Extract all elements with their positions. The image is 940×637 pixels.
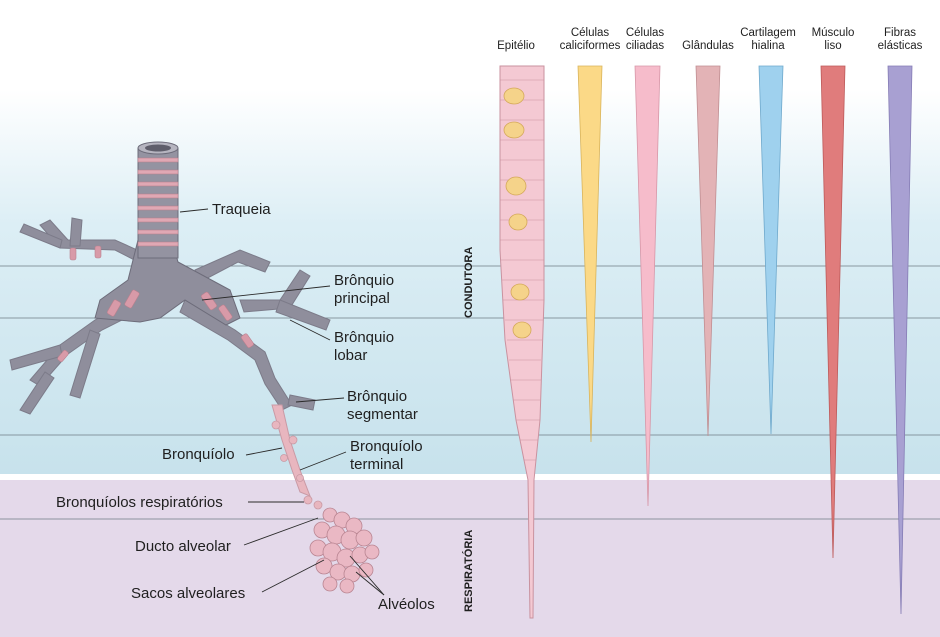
bronchiole-tube — [271, 404, 311, 497]
column-header-cartilagem-1: Cartilagem — [740, 27, 796, 39]
label-ducto-alveolar: Ducto alveolar — [135, 538, 231, 555]
right-bronchial-branches — [179, 249, 331, 411]
label-bronquiolos-respiratorios: Bronquíolos respiratórios — [56, 494, 223, 511]
leader-lines — [179, 208, 385, 596]
zone-label-conductive: CONDUTORA — [463, 247, 475, 318]
ciliated-cells-bar — [634, 65, 661, 507]
alveolar-sacs — [309, 507, 380, 594]
goblet-cells-bar — [577, 65, 603, 443]
label-bronquio-lobar-2: lobar — [334, 347, 367, 364]
column-header-glandulas: Glândulas — [682, 40, 734, 52]
label-bronquio-principal-2: principal — [334, 290, 390, 307]
bronchial-cartilage-plates — [57, 245, 254, 363]
column-header-caliciformes-2: caliciformes — [560, 40, 621, 52]
zone-label-respiratory: RESPIRATÓRIA — [462, 530, 475, 612]
label-bronquiolo-terminal-2: terminal — [350, 456, 403, 473]
glands-bar — [695, 65, 721, 437]
column-header-musculo-2: liso — [824, 40, 841, 52]
column-header-ciliadas-1: Células — [626, 27, 665, 39]
label-sacos-alveolares: Sacos alveolares — [131, 585, 245, 602]
elastic-fibers-bar — [887, 65, 913, 615]
label-bronquiolo-terminal-1: Bronquíolo — [350, 438, 423, 455]
column-header-epitelio: Epitélio — [497, 40, 535, 52]
label-bronquiolo: Bronquíolo — [162, 446, 235, 463]
column-header-ciliadas-2: ciliadas — [626, 40, 665, 52]
column-header-musculo-1: Músculo — [812, 27, 855, 39]
goblet-cells — [503, 87, 532, 339]
column-header-fibras-1: Fibras — [884, 27, 916, 39]
epithelium-column — [499, 65, 545, 619]
label-bronquio-principal-1: Brônquio — [334, 272, 394, 289]
label-bronquio-segmentar-1: Brônquio — [347, 388, 407, 405]
zone-separator — [0, 474, 940, 480]
respiratory-zone-background — [0, 480, 940, 637]
hyaline-cartilage-bar — [758, 65, 784, 435]
label-bronquio-lobar-1: Brônquio — [334, 329, 394, 346]
label-alveolos: Alvéolos — [378, 596, 435, 613]
bronchiole-buds — [271, 420, 323, 510]
trachea — [137, 141, 179, 259]
label-traqueia: Traqueia — [212, 201, 271, 218]
column-header-caliciformes-1: Células — [571, 27, 610, 39]
airway-tree — [9, 141, 380, 594]
column-header-cartilagem-2: hialina — [751, 40, 785, 52]
label-bronquio-segmentar-2: segmentar — [347, 406, 418, 423]
column-header-fibras-2: elásticas — [878, 40, 923, 52]
smooth-muscle-bar — [820, 65, 846, 559]
